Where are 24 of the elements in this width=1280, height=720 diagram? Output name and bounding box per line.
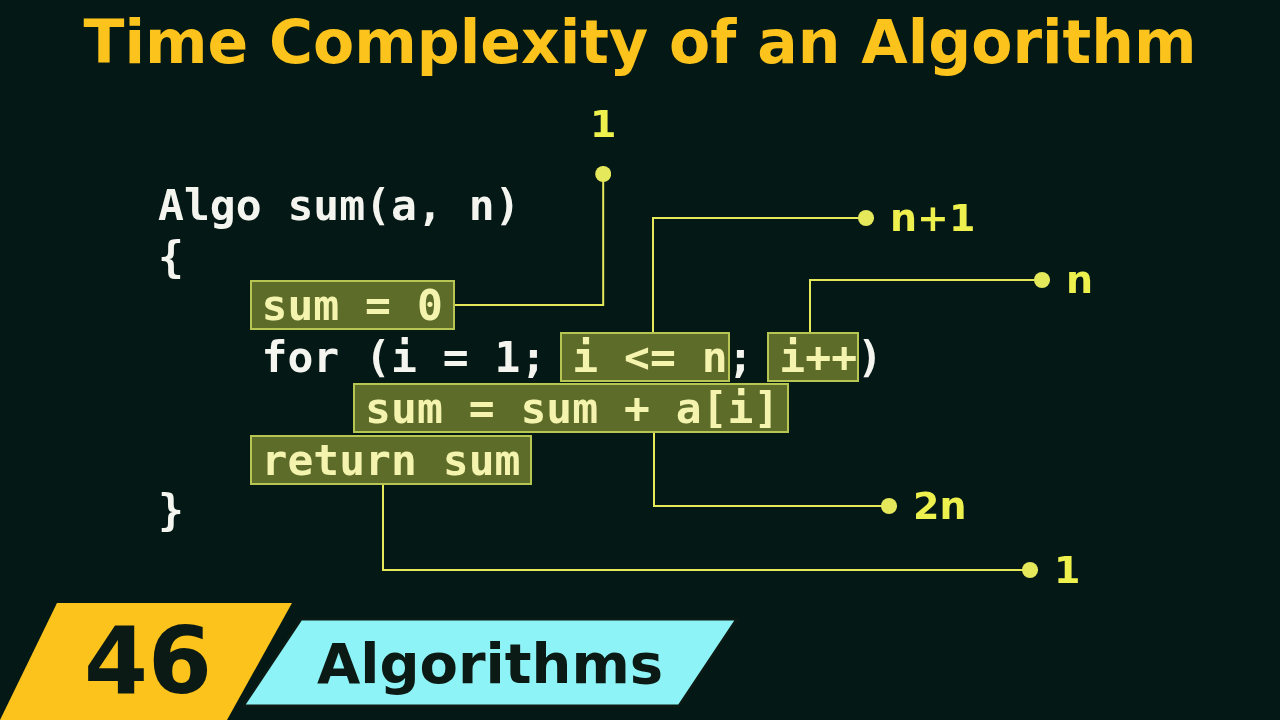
leader-line — [453, 165, 612, 306]
step-count: 1 — [590, 104, 617, 166]
code-punctuation: ; — [727, 332, 754, 382]
highlighted-statement: sum = 0 — [249, 280, 455, 330]
code-line: Algo sum(a, n) — [158, 180, 521, 230]
leader-line — [653, 432, 898, 514]
leader-line — [652, 210, 875, 333]
leader-line — [809, 272, 1051, 333]
code-fragment: for (i = 1; — [261, 332, 547, 382]
step-count: n+1 — [874, 198, 976, 238]
code-brace: } — [158, 485, 184, 535]
course-name-banner: Algorithms — [240, 617, 740, 709]
episode-number-banner: 46 — [0, 603, 292, 720]
code-punctuation: ) — [857, 332, 883, 382]
code-brace: { — [158, 232, 184, 282]
step-count: 1 — [1038, 550, 1081, 590]
highlighted-statement: i <= n — [560, 332, 730, 382]
step-count: 2n — [897, 486, 967, 526]
highlighted-statement: return sum — [249, 435, 533, 485]
step-count: n — [1050, 260, 1094, 300]
title: Time Complexity of an Algorithm — [83, 6, 1197, 78]
leader-line — [382, 484, 1039, 578]
highlighted-statement: i++ — [767, 332, 860, 382]
highlighted-statement: sum = sum + a[i] — [353, 383, 790, 433]
